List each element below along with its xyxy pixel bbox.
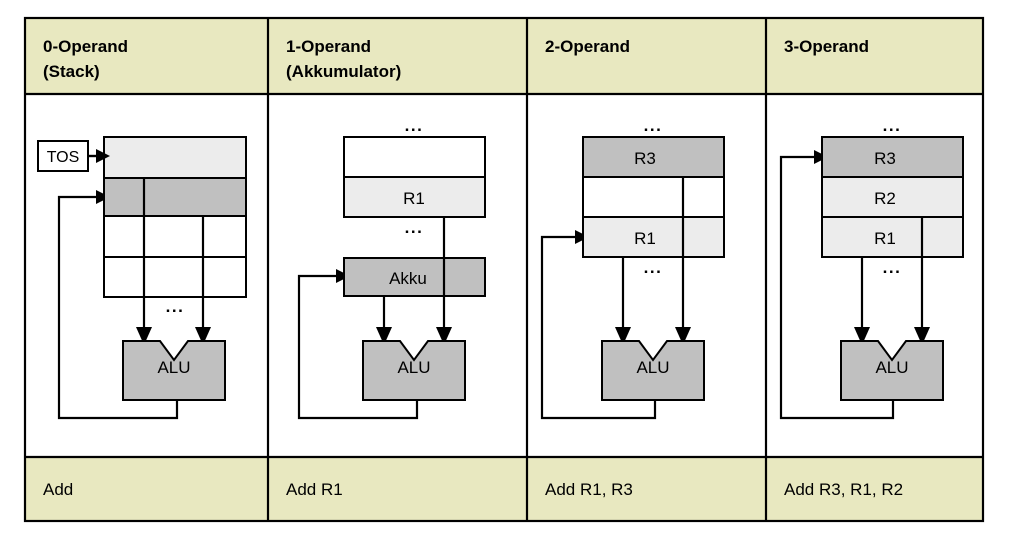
col0-alu-arrowhead-left [136,327,152,345]
instruction-col2: Add R1, R3 [545,480,633,499]
col2-reg-cell-0-label: R3 [634,149,656,168]
col0-stack-cell-0 [103,136,247,179]
col2-reg-cell-1 [582,176,725,218]
col1-akku-box [343,257,486,297]
header-band [25,18,983,94]
header-col1-line2: (Akkumulator) [286,62,401,81]
col0-diagram: TOS ... ALU [37,136,247,420]
instruction-col3: Add R3, R1, R2 [784,480,903,499]
col1-alu-label: ALU [397,358,430,377]
col0-stack-cell-1 [103,177,247,217]
col2-reg-cell-2 [582,216,725,258]
footer-band [25,457,983,521]
col3-reg-cell-1 [821,176,964,218]
col1-feedback-wire [297,274,419,420]
instruction-row: Add Add R1 Add R1, R3 Add R3, R1, R2 [43,480,903,499]
col2-dots-bottom: ... [644,258,663,277]
col1-diagram: ... R1 ... Akku ALU [297,116,486,420]
col1-alu-arrowhead-right [436,327,452,345]
header-col2-line1: 2-Operand [545,37,630,56]
col0-tos-arrowhead [96,149,110,163]
col0-alu-label: ALU [157,358,190,377]
col3-reg-cell-2 [821,216,964,258]
col3-feedback-wire [779,155,895,420]
col1-alu-shape [362,340,466,401]
col3-reg-cell-0 [821,136,964,178]
col3-reg-cell-0-label: R3 [874,149,896,168]
col1-dots-top: ... [405,116,424,135]
header-col0-line2: (Stack) [43,62,100,81]
col2-alu-label: ALU [636,358,669,377]
col0-alu-shape [122,340,226,401]
col2-dots-top: ... [644,116,663,135]
col2-alu-arrowhead-right [675,327,691,345]
col3-alu-label: ALU [875,358,908,377]
col2-alu-shape [601,340,705,401]
col3-alu-shape [840,340,944,401]
col2-reg-cell-2-label: R1 [634,229,656,248]
col1-alu-arrowhead-left [376,327,392,345]
header-col3-line1: 3-Operand [784,37,869,56]
col3-reg-cell-1-label: R2 [874,189,896,208]
table-outer-border [23,16,985,523]
col0-alu-arrowhead-right [195,327,211,345]
col0-tos-label: TOS [47,149,80,166]
instruction-col0: Add [43,480,73,499]
col0-stack-cell-3 [103,256,247,298]
col3-alu-arrowhead-right [914,327,930,345]
col0-feedback-wire [57,195,179,420]
col1-akku-label: Akku [389,269,427,288]
header-col1-line1: 1-Operand [286,37,371,56]
col2-feedback-wire [540,235,657,420]
col0-stack-cell-2 [103,215,247,258]
col2-alu-arrowhead-left [615,327,631,345]
col3-dots-bottom: ... [883,258,902,277]
col3-dots-top: ... [883,116,902,135]
col1-dots-bottom: ... [405,218,424,237]
col3-diagram: ... R3 R2 R1 ... ALU [779,116,964,420]
header-row: 0-Operand (Stack) 1-Operand (Akkumulator… [43,37,869,81]
header-col0-line1: 0-Operand [43,37,128,56]
instruction-col1: Add R1 [286,480,343,499]
col2-diagram: ... R3 R1 ... ALU [540,116,725,420]
col1-reg-cell-1 [343,176,486,218]
col0-dots: ... [166,297,185,316]
col1-reg-cell-0 [343,136,486,178]
col3-reg-cell-2-label: R1 [874,229,896,248]
col3-alu-arrowhead-left [854,327,870,345]
col1-reg-cell-1-label: R1 [403,189,425,208]
